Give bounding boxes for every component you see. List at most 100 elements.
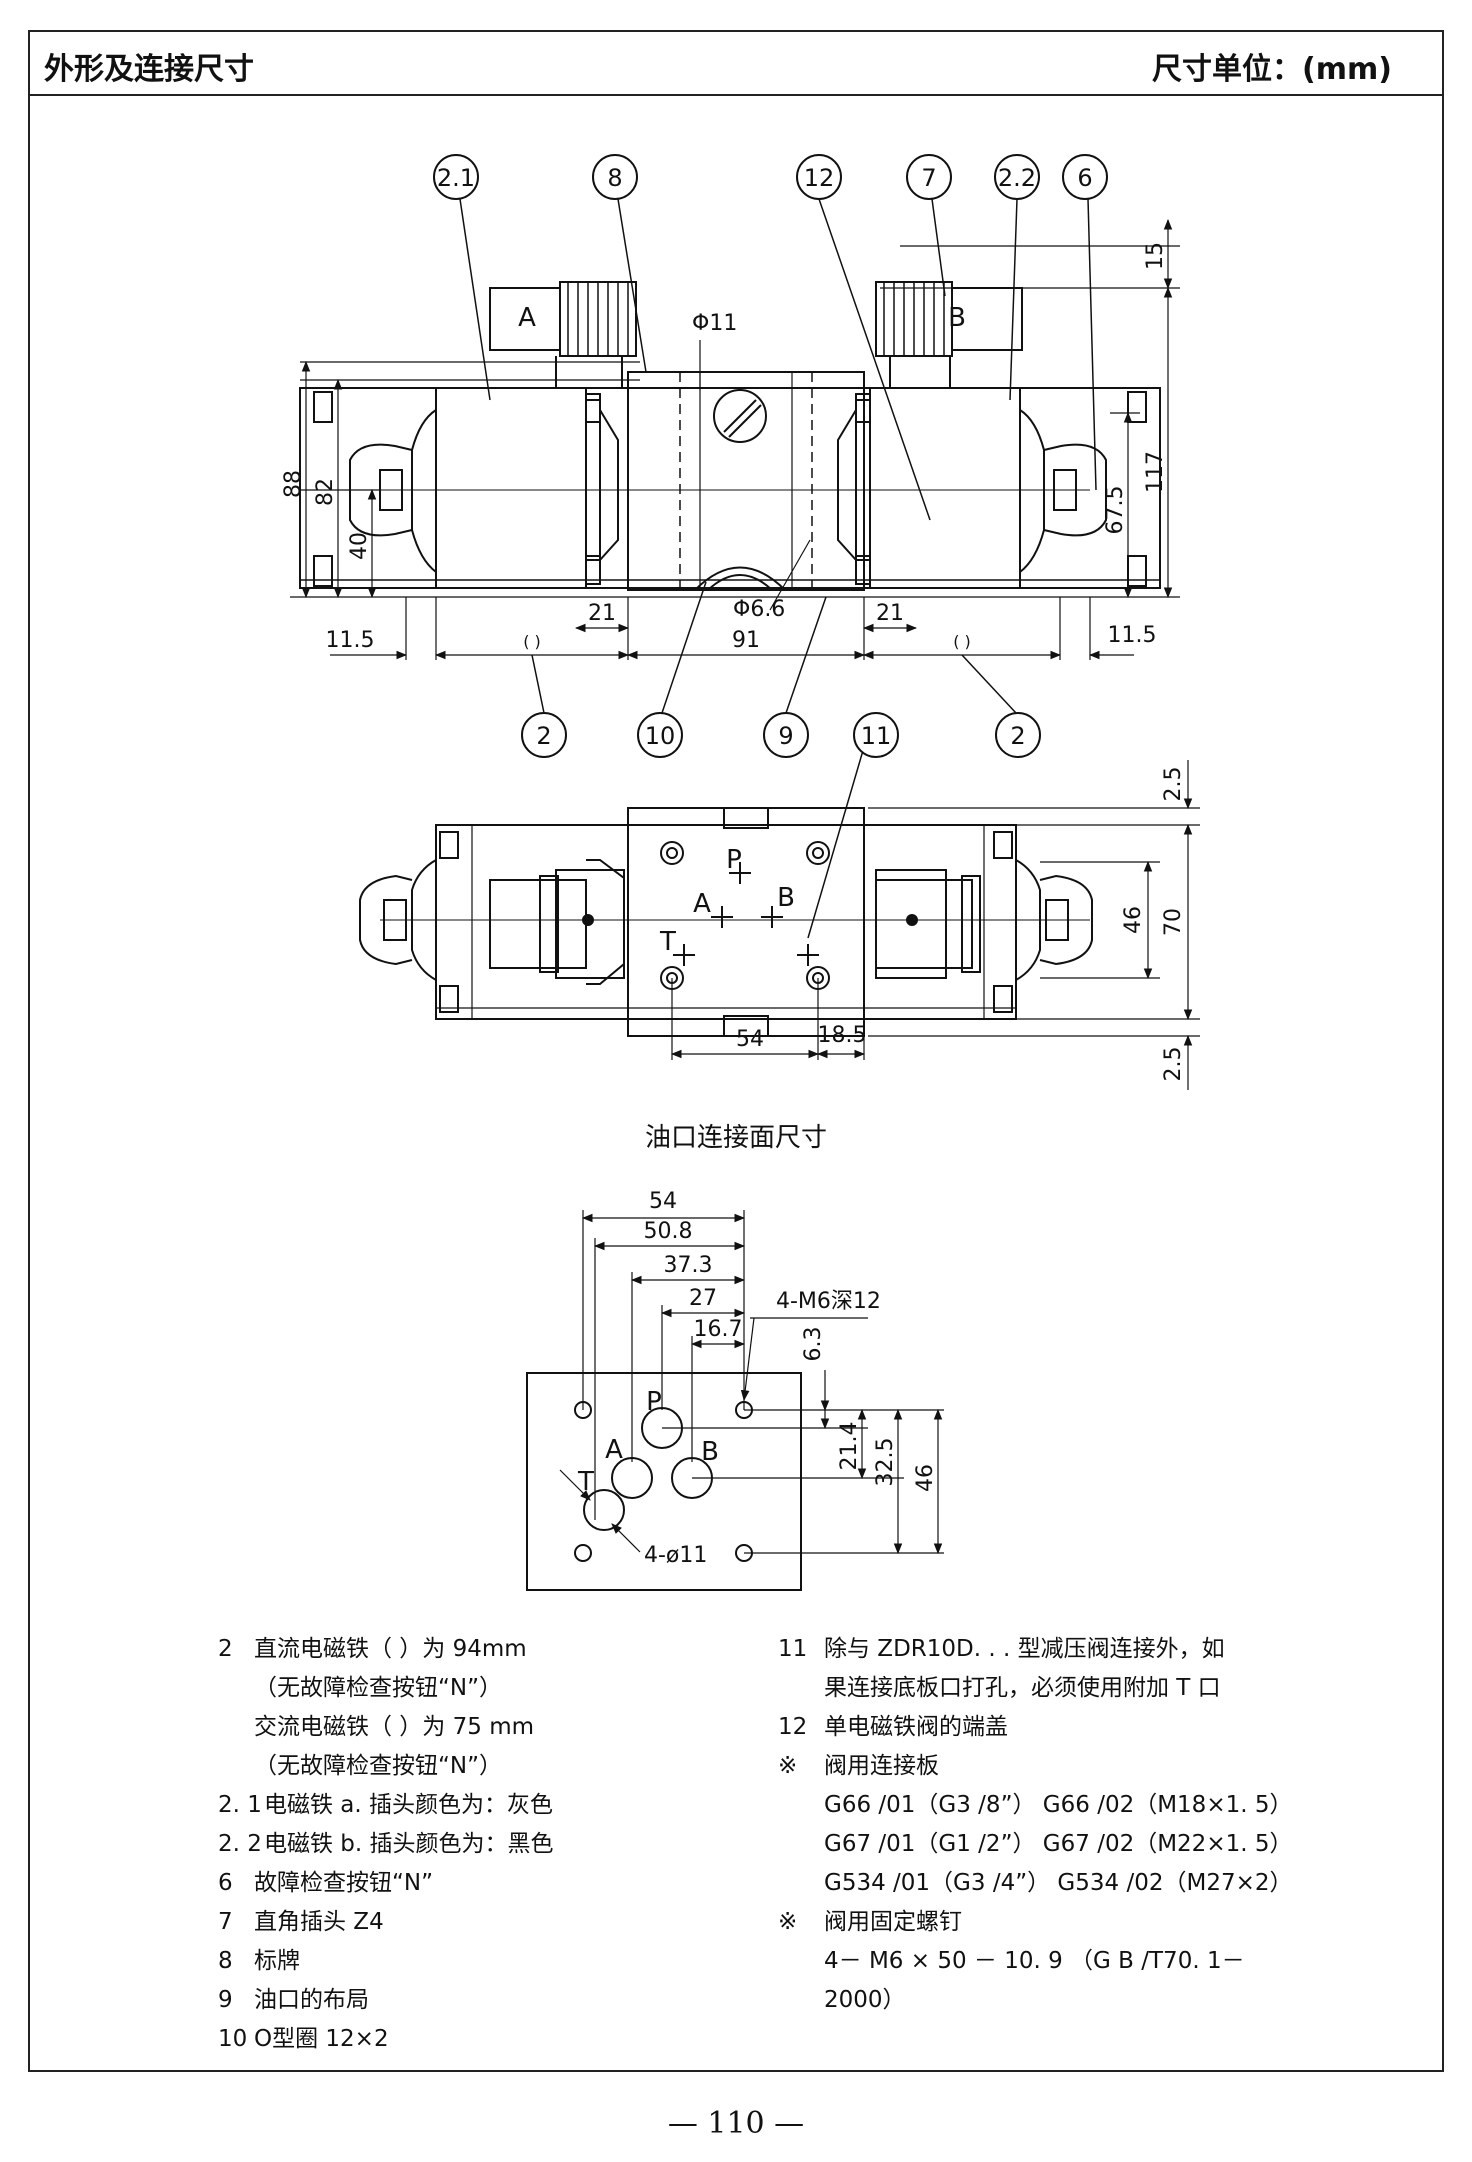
note-row: 2000）: [778, 1981, 1293, 2020]
note-number: [778, 1942, 824, 1981]
note-text: O型圈 12×2: [254, 2026, 389, 2052]
iface-dim-50-8: 50.8: [644, 1219, 693, 1244]
note-number: ※: [778, 1753, 798, 1779]
dim-15: 15: [1143, 242, 1168, 270]
note-number: ※: [778, 1909, 798, 1935]
callout-2-left: 2: [536, 722, 551, 750]
callout-2-2: 2.2: [998, 164, 1036, 192]
note-row: G67 /01（G1 /2”） G67 /02（M22×1. 5）: [778, 1825, 1293, 1864]
dim-phi11: Φ11: [692, 311, 737, 336]
iface-dim-6-3: 6.3: [801, 1327, 826, 1362]
note-number: 10: [218, 2026, 248, 2052]
port-a-label: A: [518, 303, 536, 333]
note-row: G66 /01（G3 /8”） G66 /02（M18×1. 5）: [778, 1786, 1293, 1825]
callout-leaders-top: [459, 198, 1097, 521]
page-frame: 外形及连接尺寸 尺寸单位：(mm): [28, 30, 1444, 2072]
note-text: G534 /01（G3 /4”） G534 /02（M27×2）: [824, 1870, 1293, 1896]
page-number: — 110 —: [667, 2106, 805, 2141]
dim-82: 82: [313, 478, 338, 506]
callout-9: 9: [778, 722, 793, 750]
note-text: 油口的布局: [254, 1987, 369, 2013]
callout-8: 8: [607, 164, 622, 192]
note-text: （无故障检查按钮“N”）: [254, 1753, 503, 1779]
notes-right: 11 除与 ZDR10D. . . 型减压阀连接外，如果连接底板口打孔，必须使用附…: [778, 1630, 1293, 2020]
note-row: 交流电磁铁（ ）为 75 mm: [218, 1708, 554, 1747]
dim-67-5: 67.5: [1103, 486, 1128, 535]
note-text: 4－ M6 × 50 － 10. 9 （G B /T70. 1－: [824, 1948, 1245, 1974]
note-row: 11 除与 ZDR10D. . . 型减压阀连接外，如: [778, 1630, 1293, 1669]
note-number: [778, 1864, 824, 1903]
callout-11: 11: [861, 722, 892, 750]
iface-port-b: B: [701, 1437, 719, 1467]
note-number: 11: [778, 1636, 808, 1662]
dim-11-5-left: 11.5: [326, 628, 375, 653]
notes-left: 2 直流电磁铁（ ）为 94mm （无故障检查按钮“N”） 交流电磁铁（ ）为 75 …: [218, 1630, 554, 2059]
note-row: G534 /01（G3 /4”） G534 /02（M27×2）: [778, 1864, 1293, 1903]
plan-port-a: A: [693, 889, 711, 919]
callout-6: 6: [1077, 164, 1092, 192]
iface-port-t: T: [577, 1467, 594, 1497]
plan-port-t: T: [659, 927, 676, 957]
note-number: [218, 1708, 254, 1747]
page-title: 外形及连接尺寸: [44, 52, 254, 87]
unit-label: 尺寸单位：(mm): [1152, 52, 1392, 87]
note-text: 2000）: [824, 1987, 906, 2013]
plan-dim-70: 70: [1161, 908, 1186, 936]
note-number: 2: [218, 1636, 233, 1662]
plan-dim-54: 54: [736, 1027, 764, 1052]
note-row: （无故障检查按钮“N”）: [218, 1747, 554, 1786]
iface-port-p: P: [646, 1387, 662, 1417]
note-number: 2. 2: [218, 1831, 262, 1857]
note-number: [218, 1747, 254, 1786]
plan-port-p: P: [726, 845, 742, 875]
iface-dim-16-7: 16.7: [694, 1317, 743, 1342]
note-text: 单电磁铁阀的端盖: [824, 1714, 1008, 1740]
dim-21-right: 21: [876, 601, 904, 626]
callout-10: 10: [645, 722, 676, 750]
note-text: 故障检查按钮“N”: [254, 1870, 434, 1896]
iface-dim-27: 27: [689, 1286, 717, 1311]
dimension-lines-top: [290, 218, 1180, 660]
iface-dim-32-5: 32.5: [873, 1438, 898, 1487]
note-row: 2 直流电磁铁（ ）为 94mm: [218, 1630, 554, 1669]
note-number: 9: [218, 1987, 233, 2013]
note-number: [778, 1669, 824, 1708]
iface-dim-46: 46: [913, 1464, 938, 1492]
note-text: G66 /01（G3 /8”） G66 /02（M18×1. 5）: [824, 1792, 1293, 1818]
note-number: 8: [218, 1948, 233, 1974]
callout-2-right: 2: [1010, 722, 1025, 750]
note-number: [218, 1669, 254, 1708]
iface-dim-54: 54: [649, 1189, 677, 1214]
dim-11-5-right: 11.5: [1108, 623, 1157, 648]
note-row: 4－ M6 × 50 － 10. 9 （G B /T70. 1－: [778, 1942, 1293, 1981]
note-text: 果连接底板口打孔，必须使用附加 T 口: [824, 1675, 1221, 1701]
note-row: ※阀用连接板: [778, 1747, 1293, 1786]
note-text: 直流电磁铁（ ）为 94mm: [254, 1636, 527, 1662]
callout-circles-bottom: [521, 712, 1041, 758]
note-text: G67 /01（G1 /2”） G67 /02（M22×1. 5）: [824, 1831, 1293, 1857]
plan-dim-18-5: 18.5: [818, 1023, 867, 1048]
dim-phi66: Φ6.6: [733, 597, 785, 622]
valve-elevation-view: [299, 281, 1161, 591]
callout-leaders-bottom: [531, 581, 1017, 939]
iface-bore-label: 4-ø11: [644, 1543, 707, 1568]
dim-paren-left: ( ): [523, 632, 541, 651]
note-text: 除与 ZDR10D. . . 型减压阀连接外，如: [824, 1636, 1225, 1662]
note-row: 果连接底板口打孔，必须使用附加 T 口: [778, 1669, 1293, 1708]
note-text: 电磁铁 b. 插头颜色为：黑色: [264, 1831, 554, 1857]
note-text: 阀用固定螺钉: [824, 1909, 962, 1935]
callout-12: 12: [804, 164, 835, 192]
callout-circles-top: [433, 154, 1108, 200]
plan-dim-46: 46: [1121, 906, 1146, 934]
note-number: [778, 1981, 824, 2020]
note-text: 交流电磁铁（ ）为 75 mm: [254, 1714, 535, 1740]
note-row: ※ 阀用固定螺钉: [778, 1903, 1293, 1942]
dim-91: 91: [732, 628, 760, 653]
dim-40: 40: [347, 532, 372, 560]
